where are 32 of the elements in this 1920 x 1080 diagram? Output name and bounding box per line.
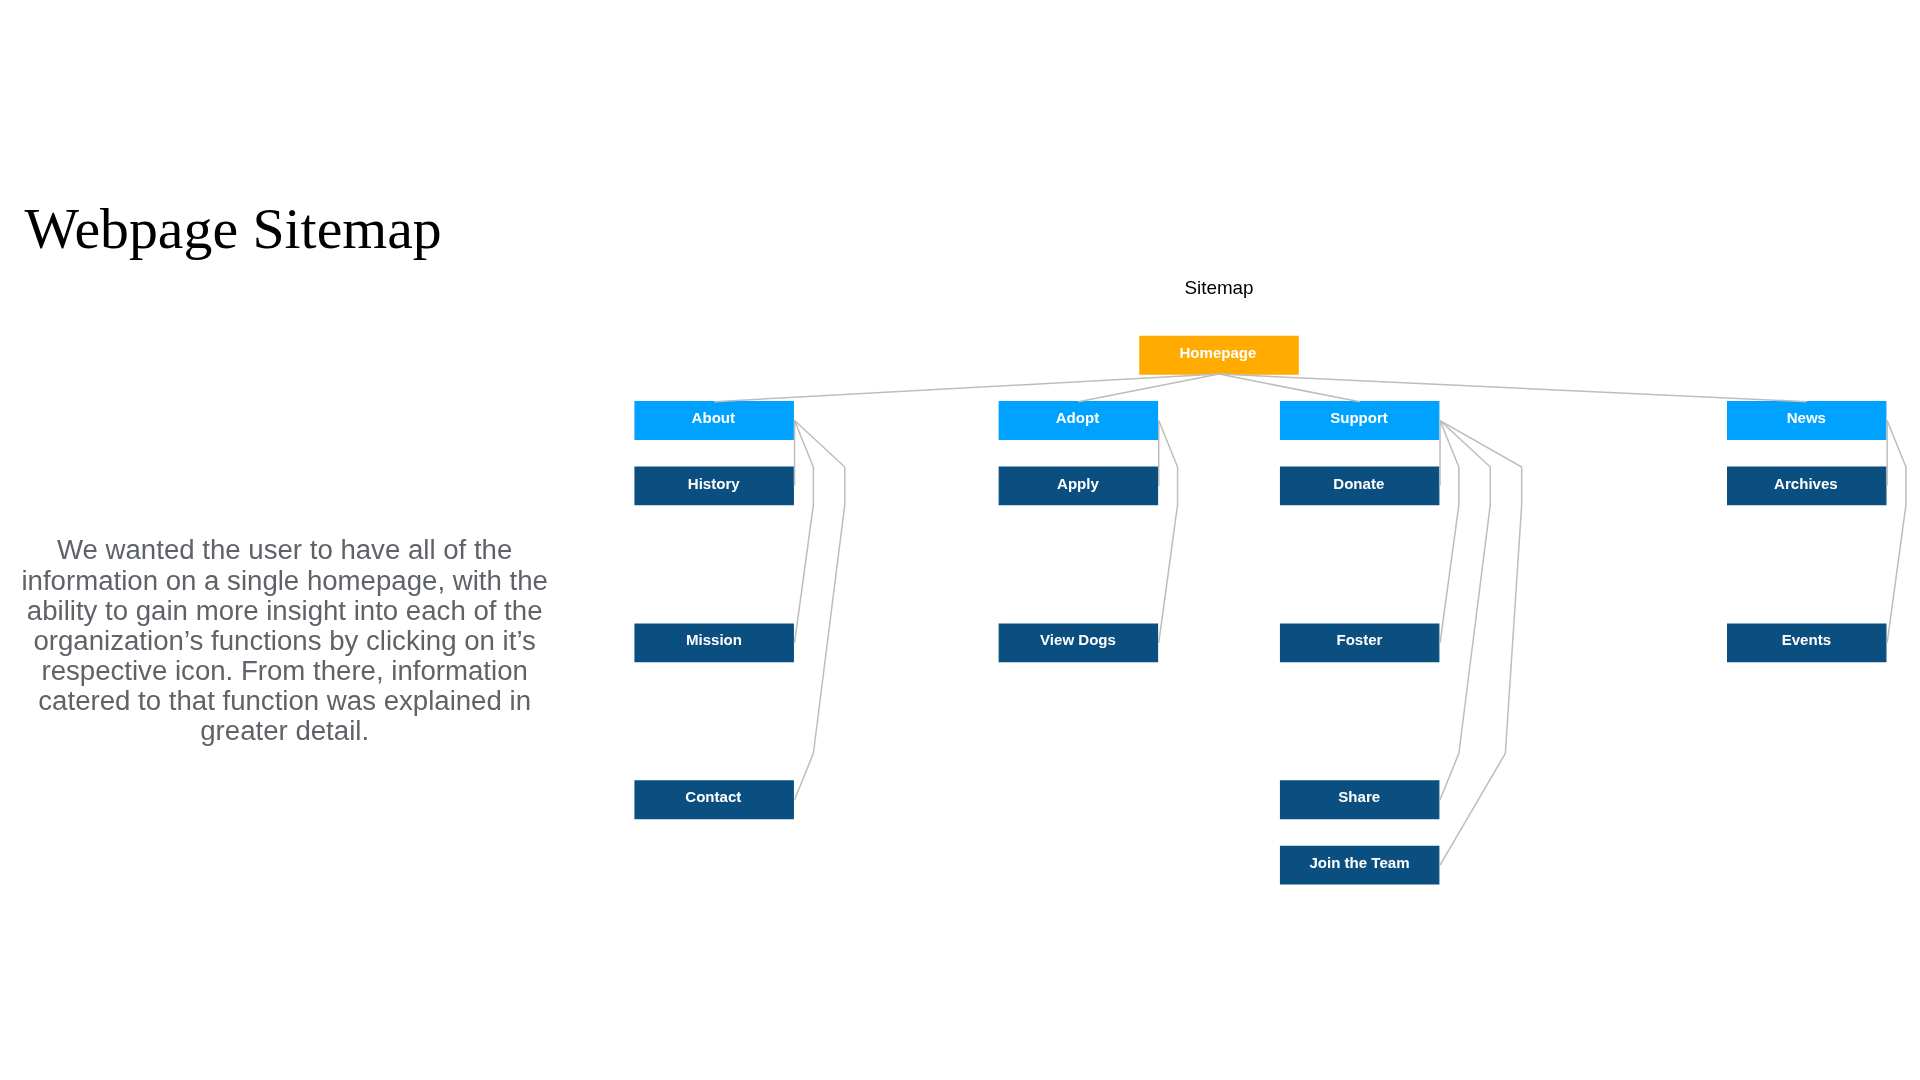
connector xyxy=(1439,419,1492,801)
node-box: News xyxy=(1727,400,1887,440)
node-box: Apply xyxy=(998,465,1159,505)
connector xyxy=(1439,419,1523,866)
connector xyxy=(1158,419,1160,487)
node-box: Share xyxy=(1279,779,1440,819)
node-box: Foster xyxy=(1279,622,1440,662)
node-box: Mission xyxy=(634,622,794,662)
connector xyxy=(1218,372,1808,402)
connector xyxy=(1439,419,1460,644)
connector xyxy=(1886,419,1907,644)
connector xyxy=(1158,419,1179,644)
node-box: About xyxy=(634,400,794,440)
connector xyxy=(1886,419,1888,487)
connector xyxy=(1439,419,1441,487)
connector xyxy=(1077,372,1220,402)
node-box: Events xyxy=(1727,622,1887,662)
label: Sitemap xyxy=(1184,276,1254,298)
node-box: Donate xyxy=(1279,465,1440,505)
connector xyxy=(793,419,846,801)
connector xyxy=(793,419,815,644)
connector xyxy=(713,372,1220,402)
node-box: Adopt xyxy=(998,400,1159,440)
node-box: Archives xyxy=(1727,465,1887,505)
node-box: View Dogs xyxy=(998,622,1159,662)
node-box: Join the Team xyxy=(1279,845,1440,885)
diagram-title: Webpage Sitemap xyxy=(24,196,442,260)
node-box: Homepage xyxy=(1139,335,1299,375)
node-box: Support xyxy=(1279,400,1440,440)
label: We wanted the user to have all of the information on a single homepage, with the ability to gain more insight into each of the organization’s functions by clicking on it’s respective icon. From there, information catered to that function was explained in greater detail. xyxy=(21,533,548,746)
node-box: Contact xyxy=(634,779,794,819)
node-box: History xyxy=(634,465,794,505)
